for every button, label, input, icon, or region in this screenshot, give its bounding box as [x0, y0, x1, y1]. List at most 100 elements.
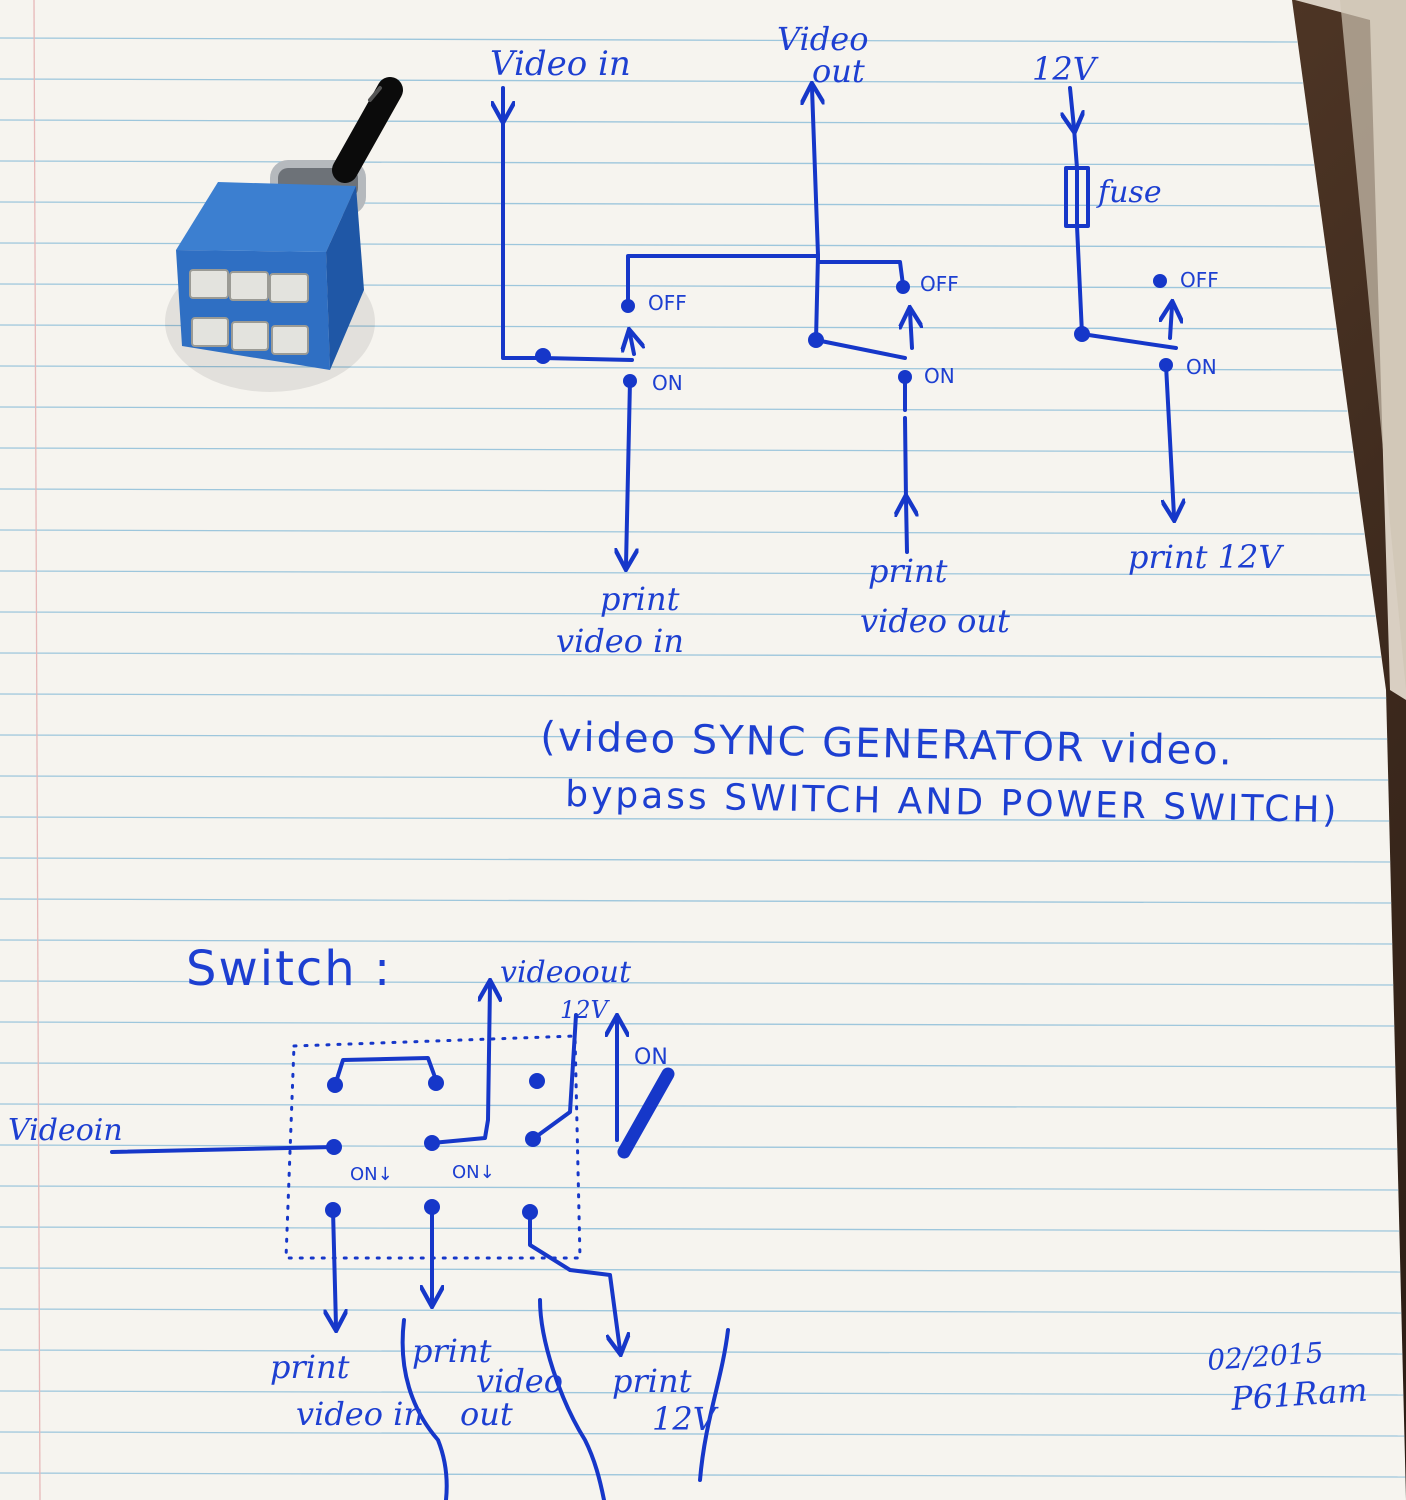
ruled-line — [0, 1062, 1396, 1068]
ruled-line — [0, 734, 1388, 740]
ruled-line — [0, 78, 1303, 84]
print-video-in-line1: print — [600, 580, 680, 618]
pinout-in2-line2: video — [476, 1362, 563, 1400]
video-out-toggle-arrow — [910, 312, 912, 350]
ruled-line — [0, 365, 1342, 371]
video-out-common-contact — [808, 332, 824, 348]
video-in-switch-lever — [541, 356, 634, 362]
ruled-line — [0, 1185, 1399, 1191]
switch-lever — [617, 1067, 675, 1159]
pinout-out1-line2: video in — [296, 1395, 424, 1433]
on-marker-2: ON↓ — [452, 1162, 495, 1183]
ruled-line — [0, 1021, 1395, 1027]
ruled-line — [0, 119, 1309, 125]
underlying-page-2 — [1340, 0, 1406, 690]
video-out-feed-wire — [430, 985, 490, 1145]
ruled-line — [0, 1431, 1405, 1437]
ruled-line — [0, 980, 1394, 986]
ruled-line — [0, 816, 1390, 822]
video-in-common-contact — [535, 348, 551, 364]
print-video-in-out-wire — [333, 1208, 336, 1326]
pin-2 — [428, 1075, 444, 1091]
pin-3 — [529, 1073, 545, 1089]
ruled-line — [0, 1144, 1398, 1150]
video-out-up-wire — [812, 88, 818, 257]
video-out-circuit: Video out OFF ON print video out — [777, 20, 1010, 640]
video-out-off-contact — [896, 280, 910, 294]
pinout-out1-line1: print — [270, 1348, 350, 1386]
switch-title: Switch : — [186, 941, 392, 997]
print-video-in-line2: video in — [556, 622, 684, 660]
video-in-circuit: Video in OFF ON print video in — [490, 44, 905, 660]
ruled-line — [0, 447, 1354, 453]
ruled-line — [0, 652, 1381, 658]
ruled-line — [0, 160, 1314, 166]
ruled-line — [0, 939, 1393, 945]
power-on-label: ON — [1186, 355, 1217, 379]
ruled-line — [0, 857, 1391, 863]
video-out-on-label: ON — [924, 364, 955, 388]
pin-bridge-wire — [334, 1056, 438, 1084]
fuse-label: fuse — [1096, 175, 1162, 210]
video-in-feed-wire — [110, 1145, 336, 1154]
cable-stroke-1 — [400, 1318, 449, 1500]
cable-stroke-2 — [538, 1298, 606, 1500]
power-in-arrow — [1070, 86, 1074, 128]
ruled-line — [0, 1103, 1397, 1109]
pinout-out3-line2: 12V — [652, 1400, 719, 1438]
power-off-contact — [1153, 274, 1167, 288]
pin-1 — [327, 1077, 343, 1093]
switch-body-outline — [284, 1034, 582, 1260]
power-circuit: 12V fuse OFF ON print 12V — [1032, 50, 1284, 576]
video-in-wire — [501, 116, 545, 360]
cable-stroke-3 — [698, 1328, 730, 1482]
supply-feed-wire — [531, 1013, 578, 1141]
switch-videoin-label: Videoin — [8, 1113, 123, 1148]
video-in-off-label: OFF — [648, 291, 687, 315]
print-video-out-line1: print — [868, 552, 948, 590]
video-in-off-contact — [621, 299, 635, 313]
ruled-line — [0, 488, 1359, 494]
power-toggle-arrow — [1170, 306, 1172, 340]
ruled-line — [0, 898, 1392, 904]
video-in-toggle-arrow — [630, 334, 634, 356]
ruled-line — [0, 1472, 1406, 1478]
ruled-line — [0, 1390, 1404, 1396]
switch-videoout-label: videoout — [500, 955, 632, 990]
pinout-out3-line1: print — [612, 1362, 692, 1400]
power-in-wire — [1072, 126, 1079, 170]
video-out-off-label: OFF — [920, 272, 959, 296]
ruled-line — [0, 529, 1365, 535]
print-12v-out-wire — [528, 1210, 620, 1350]
toggle-switch-photo — [165, 77, 403, 392]
power-off-label: OFF — [1180, 268, 1219, 292]
print-video-out-line2: video out — [860, 602, 1010, 640]
ruled-line — [0, 37, 1298, 43]
power-to-print-wire — [1166, 363, 1174, 516]
ruled-line — [0, 1267, 1401, 1273]
video-out-label-line1: Video — [777, 20, 868, 58]
power-12v-label: 12V — [1032, 50, 1099, 88]
print-video-out-arrow — [906, 500, 907, 554]
ruled-line — [0, 1308, 1402, 1314]
signature-date: 02/2015 — [1206, 1336, 1324, 1377]
ruled-line — [0, 611, 1376, 617]
print-video-out-wire — [903, 416, 908, 502]
lever-on-label: ON — [634, 1045, 668, 1070]
ruled-line — [0, 693, 1387, 699]
video-in-to-print-wire — [626, 379, 630, 565]
ruled-line — [0, 1226, 1400, 1232]
switch-pinout: Switch : videoout 12V ON ON↓ ON↓ Videoin — [8, 941, 730, 1500]
paper-margin-line — [33, 0, 41, 1500]
power-common-contact — [1074, 326, 1090, 342]
on-marker-1: ON↓ — [350, 1164, 393, 1185]
pinout-in2-line3: out — [460, 1395, 513, 1433]
video-in-label: Video in — [490, 44, 631, 84]
video-out-label-line2: out — [812, 52, 865, 90]
ruled-line — [0, 775, 1389, 781]
ruled-line — [0, 1349, 1403, 1355]
pinout-in2-line1: print — [412, 1332, 492, 1370]
switch-12v-label: 12V — [560, 996, 611, 1024]
print-12v-label: print 12V — [1128, 538, 1284, 576]
